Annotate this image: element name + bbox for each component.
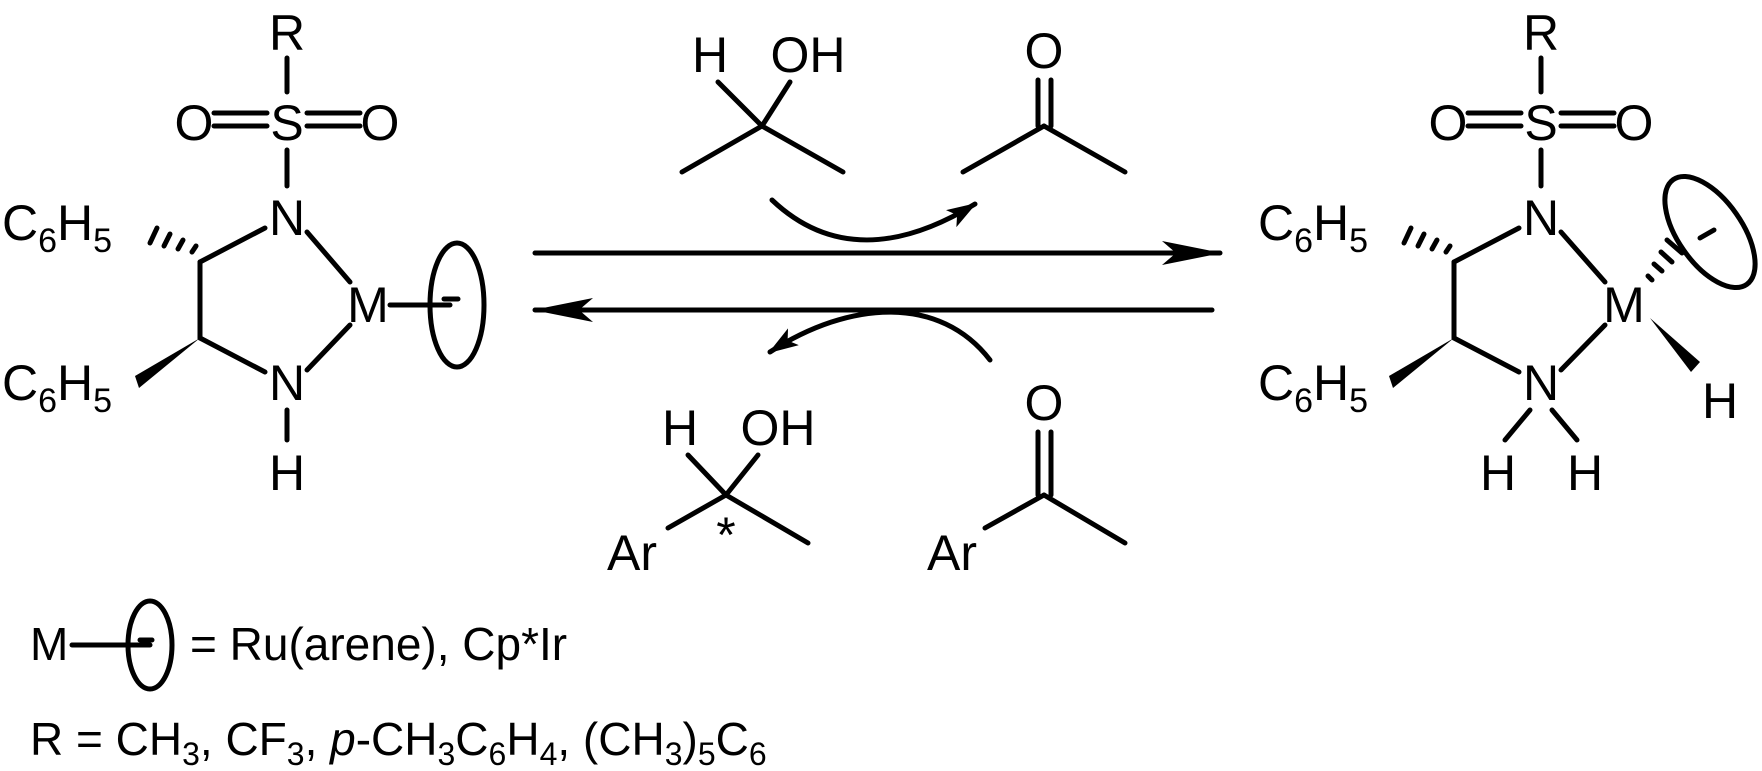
right-h-left-label: H: [1480, 445, 1516, 501]
chiral-alcohol-h-bond: [685, 452, 729, 498]
isopropanol-h-label: H: [692, 27, 728, 83]
right-n-m-bond-bottom: [1558, 322, 1608, 373]
isopropanol-ch3-left: [679, 123, 765, 175]
legend-ligand-ellipse: [125, 598, 175, 692]
chiral-alcohol: H OH Ar *: [607, 400, 816, 581]
left-s-o-double-bonds: [211, 110, 363, 129]
chiral-alcohol-h-label: H: [662, 400, 698, 456]
left-c6h5-bottom: C6H5: [2, 355, 112, 420]
isopropanol-oh-label: OH: [771, 27, 846, 83]
aryl-ketone-ch3-bond: [1041, 492, 1128, 546]
left-hashed-wedge: [147, 225, 199, 255]
left-bold-wedge: [135, 338, 200, 388]
right-n-bottom-label: N: [1523, 355, 1559, 411]
right-s-o-double-bonds: [1465, 110, 1617, 129]
left-m-label: M: [347, 277, 389, 333]
legend-metal-prefix: M: [30, 618, 68, 670]
isopropanol: H OH: [679, 27, 846, 175]
right-c6h5-top: C6H5: [1258, 195, 1368, 260]
right-m-h-bold-wedge: [1650, 318, 1700, 372]
chiral-alcohol-oh-label: OH: [741, 400, 816, 456]
right-n-m-bond-top: [1558, 229, 1608, 285]
right-m-label: M: [1603, 277, 1645, 333]
right-n-h-bond-left: [1502, 407, 1533, 443]
chiral-alcohol-ch3-bond: [723, 492, 811, 546]
left-n-m-bond-bottom: [304, 322, 353, 373]
acetone-ch3-left: [960, 123, 1047, 175]
right-ligand-dash: [1697, 227, 1717, 241]
right-o1-label: O: [1429, 95, 1468, 151]
chiral-alcohol-ar-bond: [665, 492, 729, 531]
right-ligand-ellipse: [1662, 173, 1758, 291]
acetone: O: [960, 23, 1128, 175]
right-n-h-bond-right: [1549, 407, 1580, 443]
right-n-c-bond: [1451, 225, 1522, 265]
isopropanol-ch3-right: [759, 123, 846, 175]
right-o2-label: O: [1615, 95, 1654, 151]
right-c6h5-bottom: C6H5: [1258, 355, 1368, 420]
right-hashed-wedge: [1401, 225, 1453, 255]
left-c6h5-top: C6H5: [2, 195, 112, 260]
isopropanol-h-bond: [715, 79, 765, 129]
left-n-m-bond-top: [304, 229, 353, 285]
upper-curved-arrow: [769, 197, 978, 243]
acetone-o-label: O: [1025, 23, 1064, 79]
chiral-alcohol-ar-label: Ar: [607, 525, 657, 581]
aryl-ketone-ar-label: Ar: [927, 525, 977, 581]
legend-r-groups: R = CH3, CF3, p-CH3C6H4, (CH3)5C6: [30, 713, 767, 771]
right-hydride-complex: R O S O N N H H M: [1258, 5, 1758, 501]
right-bold-wedge: [1389, 338, 1454, 388]
stereocenter-star: *: [716, 507, 735, 563]
right-h-right-label: H: [1567, 445, 1603, 501]
aryl-ketone: O Ar: [927, 375, 1128, 581]
lower-curved-arrow: [767, 309, 993, 363]
left-o1-label: O: [175, 95, 214, 151]
left-r-label: R: [269, 5, 305, 61]
left-n-top-label: N: [269, 190, 305, 246]
left-n-bottom-label: N: [269, 355, 305, 411]
left-catalyst: R O S O N N H M C6H5: [2, 5, 487, 501]
left-c-n-bond: [197, 335, 268, 375]
right-c-n-bond: [1451, 335, 1522, 375]
legend-metal-text: = Ru(arene), Cp*Ir: [190, 618, 567, 670]
left-o2-label: O: [361, 95, 400, 151]
aryl-ketone-ar-bond: [982, 492, 1047, 531]
left-ligand-ellipse: [427, 240, 487, 370]
right-hashed-wedge-ligand: [1645, 237, 1685, 283]
right-r-label: R: [1523, 5, 1559, 61]
left-n-c-bond: [197, 225, 268, 265]
left-s-label: S: [270, 95, 303, 151]
aryl-ketone-o-label: O: [1025, 375, 1064, 431]
chiral-alcohol-oh-bond: [723, 452, 761, 498]
acetone-ch3-right: [1041, 123, 1128, 175]
left-h-label: H: [269, 445, 305, 501]
right-hydride-label: H: [1702, 373, 1738, 429]
legend-metal: M = Ru(arene), Cp*Ir: [30, 598, 567, 692]
isopropanol-oh-bond: [759, 79, 793, 129]
right-n-top-label: N: [1523, 190, 1559, 246]
right-s-label: S: [1524, 95, 1557, 151]
